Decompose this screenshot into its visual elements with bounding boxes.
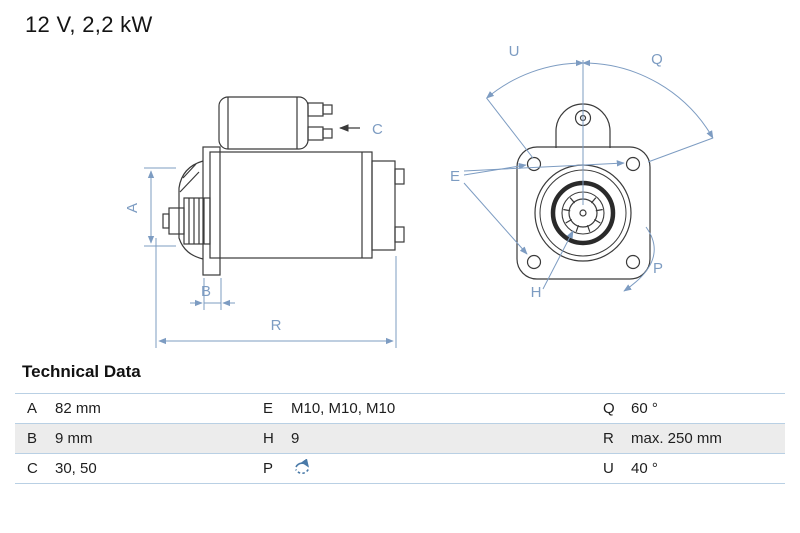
dim-label-h: H [531, 284, 542, 301]
dim-label-c: C [372, 121, 383, 138]
param-value-icon-cell [289, 454, 591, 484]
leader-e-1 [463, 162, 527, 176]
param-value: 40 ° [631, 460, 658, 477]
leader-e-2 [463, 182, 528, 255]
rotation-cw-icon [295, 458, 310, 474]
bolt-hole [526, 156, 542, 172]
dimension-annotations [144, 59, 714, 348]
bolt-hole [625, 254, 641, 270]
param-value: 9 mm [55, 430, 93, 447]
param-label: R [603, 430, 614, 447]
param-value: 82 mm [55, 400, 101, 417]
technical-data-heading: Technical Data [22, 362, 141, 381]
param-label: E [263, 400, 274, 417]
bolt-hole [526, 254, 542, 270]
terminal-studs [307, 102, 333, 141]
param-label: P [263, 460, 274, 477]
technical-data-table: A 82 mm E M10, M10, M10 Q 60 ° B 9 mm H … [15, 393, 785, 484]
pinion-gear [183, 197, 211, 245]
product-spec-title: 12 V, 2,2 kW [25, 12, 153, 37]
param-label: C [27, 460, 38, 477]
bolt-hole [625, 156, 641, 172]
rotation-direction-arc [623, 226, 655, 292]
dim-label-q: Q [651, 51, 663, 68]
table-row: A 82 mm E M10, M10, M10 Q 60 ° [15, 393, 785, 424]
dim-arc-q [582, 59, 714, 139]
solenoid-outline [218, 96, 309, 150]
param-value: 9 [291, 430, 300, 447]
param-value: 30, 50 [55, 460, 97, 477]
dim-label-a: A [124, 203, 141, 213]
param-label: B [27, 430, 38, 447]
mounting-flange-outline [202, 146, 221, 276]
dim-label-p: P [653, 260, 663, 277]
param-label: Q [603, 400, 615, 417]
dim-label-e: E [450, 168, 460, 185]
table-row: C 30, 50 P U 40 ° [15, 453, 785, 484]
dim-label-r: R [271, 317, 282, 334]
leader-e-3 [463, 160, 625, 172]
param-value: M10, M10, M10 [291, 400, 396, 417]
side-view-drawing [162, 96, 405, 276]
param-label: U [603, 460, 614, 477]
starter-motor-diagram: A B C R U Q E H P [124, 43, 714, 348]
param-value: max. 250 mm [631, 430, 722, 447]
leader-h [542, 230, 574, 290]
dimension-labels: A B C R U Q E H P [124, 43, 663, 334]
param-label: H [263, 430, 274, 447]
table-row: B 9 mm H 9 R max. 250 mm [15, 423, 785, 454]
param-value: 60 ° [631, 400, 658, 417]
param-label: A [27, 400, 38, 417]
motor-body-outline [209, 151, 373, 259]
dim-label-b: B [201, 283, 211, 300]
dim-label-u: U [509, 43, 520, 60]
dim-arc-u [485, 59, 584, 99]
